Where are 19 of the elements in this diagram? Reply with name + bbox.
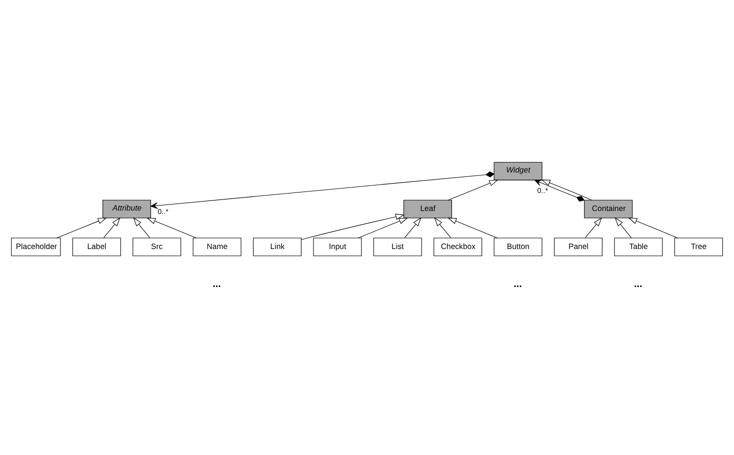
arrow [434,216,452,238]
arrow [56,217,107,238]
arrow [448,179,498,200]
arrow [301,213,405,240]
arrow [534,179,585,202]
arrow [133,216,150,238]
label: ... [634,278,642,290]
arrow [358,217,408,238]
arrow [448,217,498,238]
label: ... [514,278,522,290]
arrow [404,216,422,238]
arrow [628,217,678,238]
arrow [146,217,197,238]
arrow [103,216,120,238]
arrow [614,216,632,238]
label: ... [212,278,221,290]
arrow [584,216,602,238]
arrow [150,170,494,208]
arrow [541,179,592,200]
